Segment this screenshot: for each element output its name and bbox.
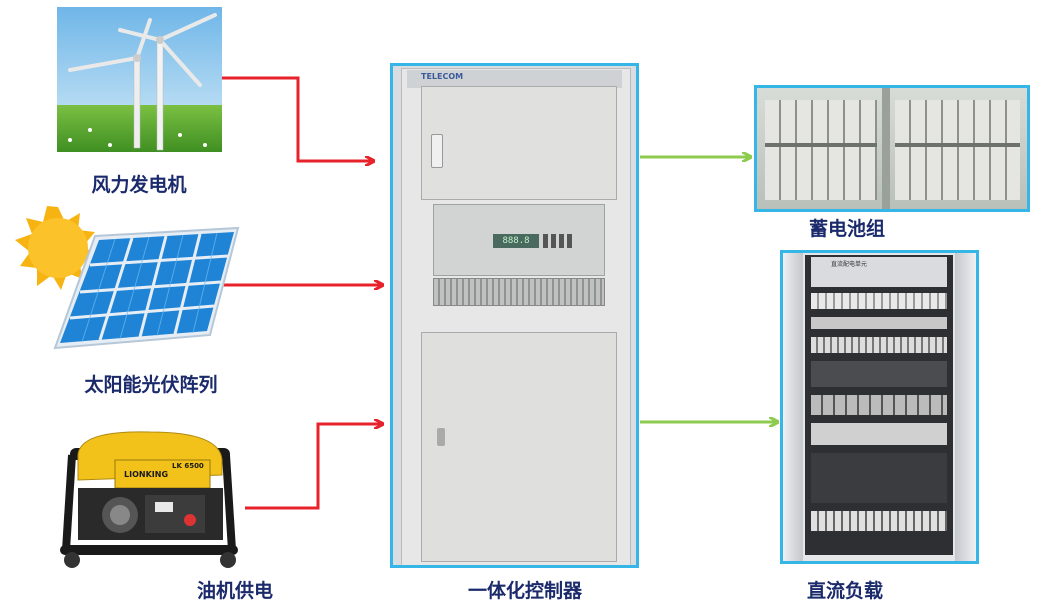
solar-label: 太阳能光伏阵列 (84, 374, 218, 396)
controller-brand: TELECOM (421, 72, 464, 81)
controller-label: 一体化控制器 (467, 580, 582, 602)
wind-label: 风力发电机 (91, 174, 187, 196)
sun-icon (15, 206, 96, 290)
wind-arrow (222, 76, 372, 161)
battery-label: 蓄电池组 (808, 218, 885, 240)
upper-door (421, 86, 617, 200)
rectifier-modules (433, 278, 605, 306)
lower-door (421, 332, 617, 562)
controller-display: 888.8 (493, 234, 539, 248)
dc-load-rack-image: 直流配电单元 (780, 250, 979, 564)
upper-door-handle (431, 134, 443, 168)
diesel-arrow (245, 424, 381, 510)
dc-load-label: 直流负载 (806, 580, 883, 602)
diesel-label: 油机供电 (196, 580, 273, 602)
lower-door-handle (437, 428, 445, 446)
rack-header: 直流配电单元 (831, 261, 868, 268)
battery-bank-image (754, 85, 1030, 212)
generator-model: LK 6500 (172, 462, 204, 470)
keypad[interactable] (543, 234, 573, 248)
generator-brand: LIONKING (124, 470, 169, 479)
controller-cabinet-image: TELECOM 888.8 (390, 63, 639, 568)
